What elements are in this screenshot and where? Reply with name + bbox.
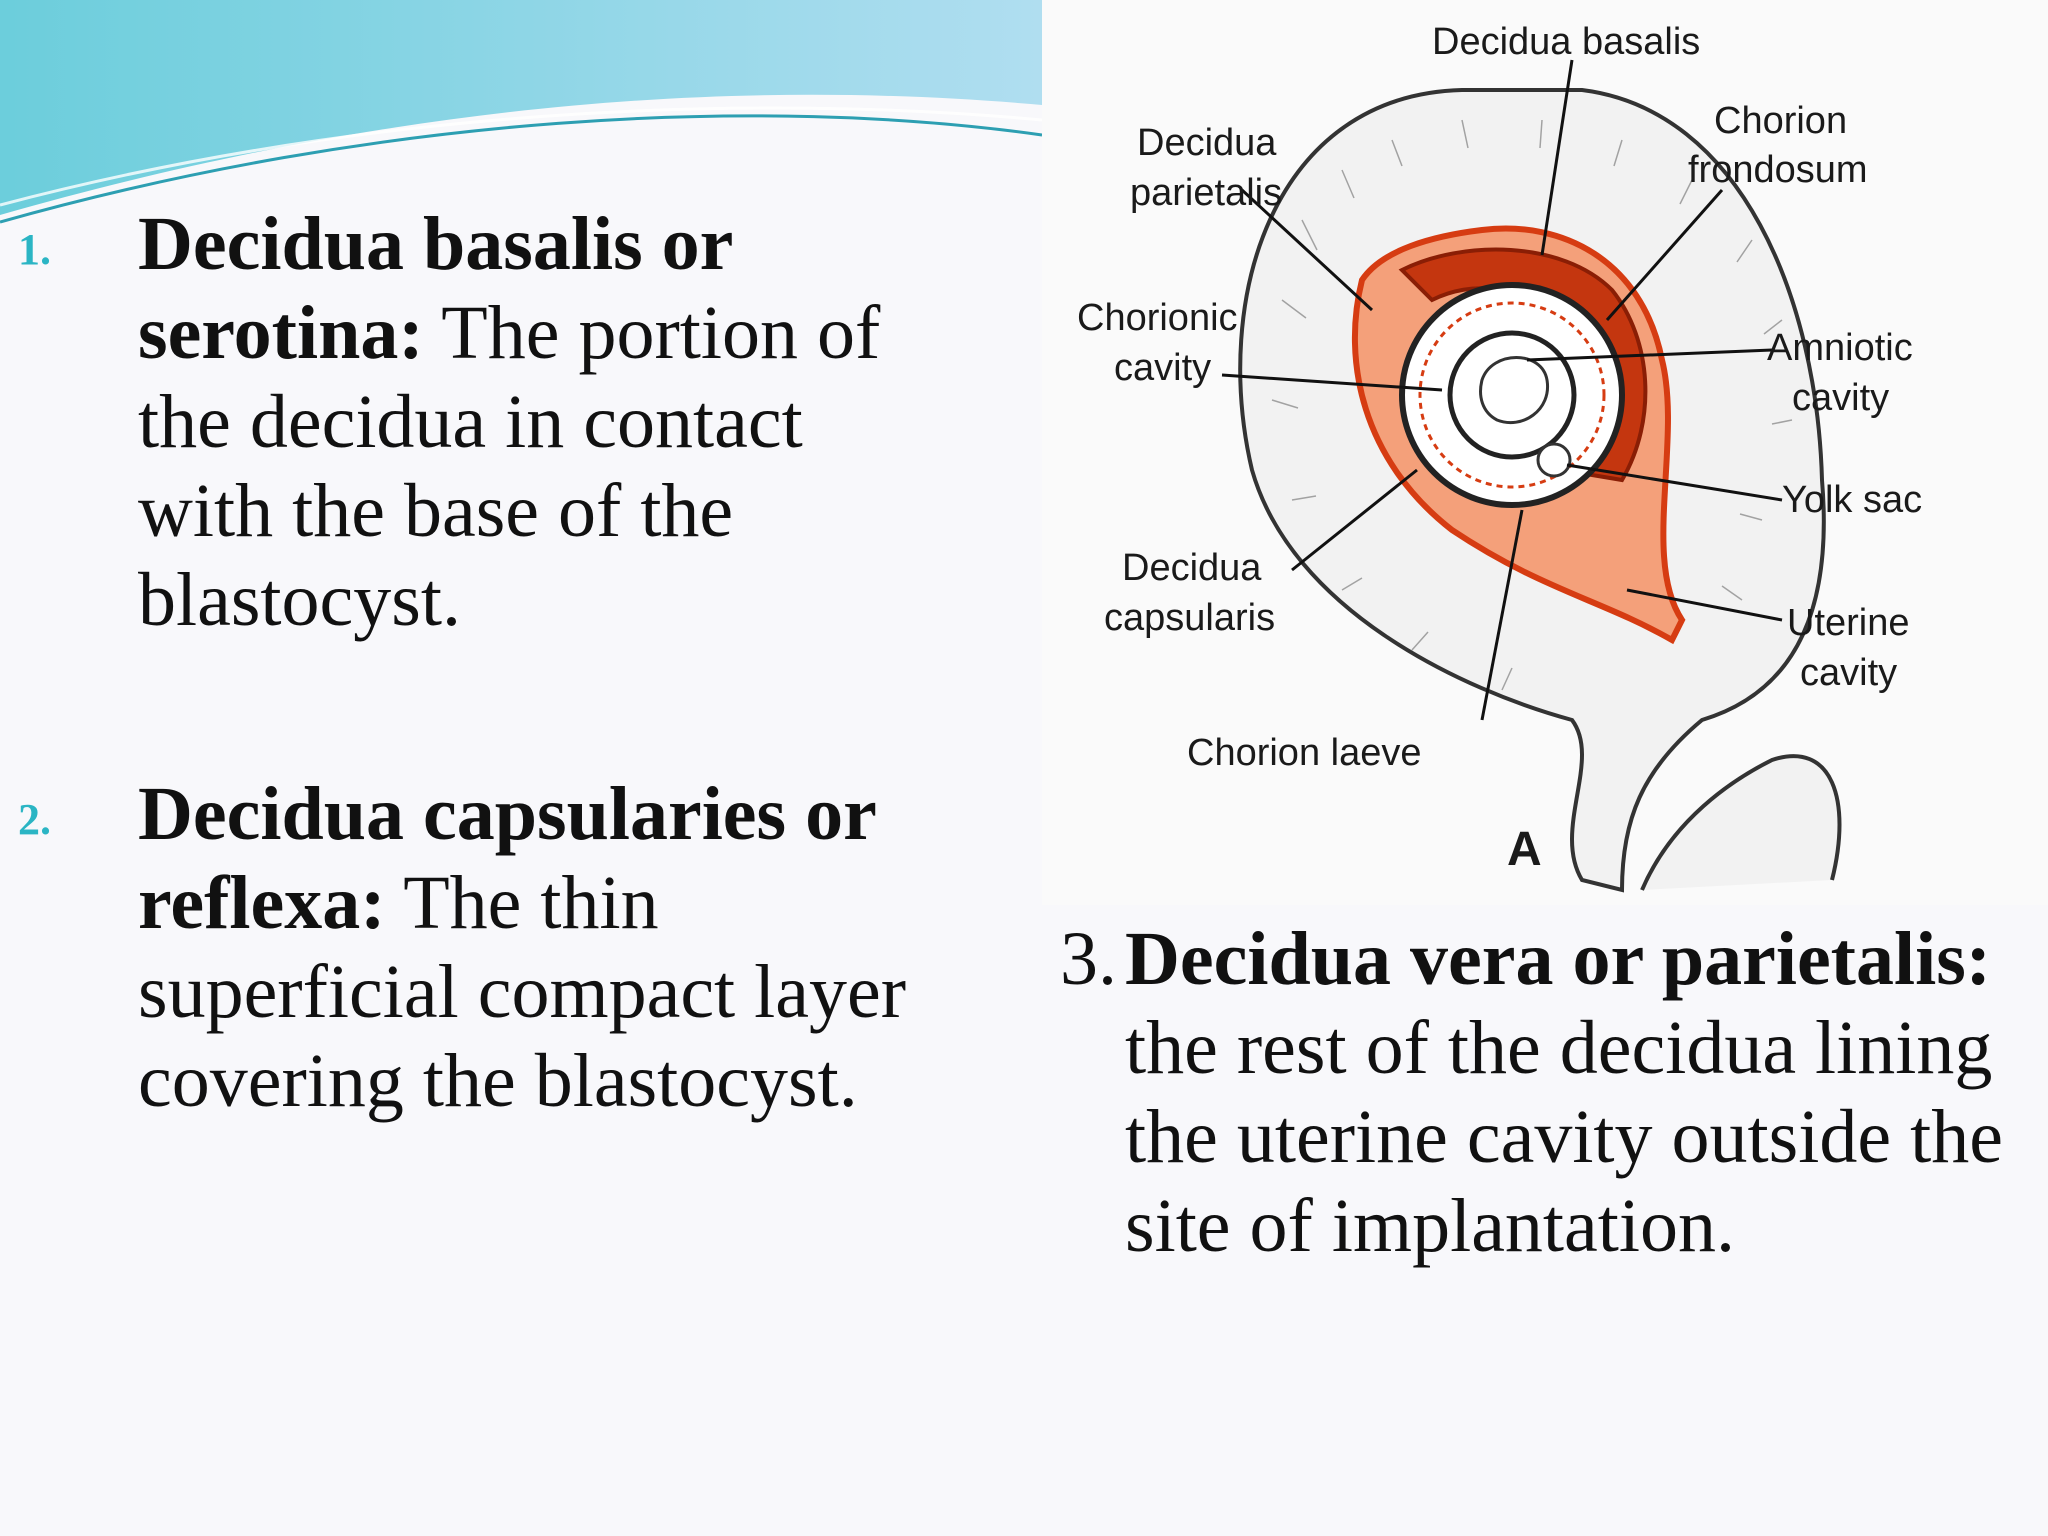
label-decidua-parietalis: Decidua [1137, 122, 1277, 164]
label-chorionic-cavity-2: cavity [1114, 347, 1211, 389]
label-decidua-basalis: Decidua basalis [1432, 21, 1700, 63]
label-decidua-capsularis-2: capsularis [1104, 597, 1275, 639]
wall-hatching [1271, 119, 1793, 691]
term-decidua-basalis: Decidua basalis or serotina: [138, 202, 733, 375]
decidua-diagram: Decidua basalis Decidua parietalis Chori… [1042, 0, 2048, 905]
list-number: 3. [1060, 917, 1117, 1001]
label-uterine-cavity: Uterine [1787, 602, 1910, 644]
label-chorion-frondosum: Chorion [1714, 100, 1847, 142]
list-item-decidua-vera: 3. Decidua vera or parietalis: the rest … [1060, 915, 2025, 1271]
label-chorion-laeve: Chorion laeve [1187, 732, 1421, 774]
label-chorionic-cavity: Chorionic [1077, 297, 1238, 339]
list-item-decidua-capsularis: 2. Decidua capsularies or reflexa: The t… [18, 770, 938, 1126]
definition-decidua-capsularis: The thin superficial compact layer cover… [138, 861, 907, 1123]
label-uterine-cavity-2: cavity [1800, 652, 1897, 694]
term-decidua-capsularis: Decidua capsularies or reflexa: [138, 772, 876, 945]
label-chorion-frondosum-2: frondosum [1688, 149, 1868, 191]
definition-decidua-basalis: The portion of the decidua in contact wi… [138, 291, 881, 642]
label-amniotic-cavity: Amniotic [1767, 327, 1913, 369]
list-number: 2. [18, 795, 51, 844]
term-decidua-vera: Decidua vera or parietalis: [1125, 917, 1992, 1001]
definition-decidua-vera: the rest of the decidua lining the uteri… [1125, 1006, 2003, 1268]
leader-lines [1221, 59, 1783, 721]
label-yolk-sac: Yolk sac [1782, 479, 1922, 521]
list-item-decidua-basalis: 1. Decidua basalis or serotina: The port… [18, 200, 938, 645]
panel-letter: A [1507, 823, 1542, 876]
label-decidua-capsularis: Decidua [1122, 547, 1262, 589]
decidua-diagram-svg: Decidua basalis Decidua parietalis Chori… [1077, 21, 1922, 893]
label-amniotic-cavity-2: cavity [1792, 377, 1889, 419]
list-number: 1. [18, 225, 51, 274]
label-decidua-parietalis-2: parietalis [1130, 172, 1282, 214]
